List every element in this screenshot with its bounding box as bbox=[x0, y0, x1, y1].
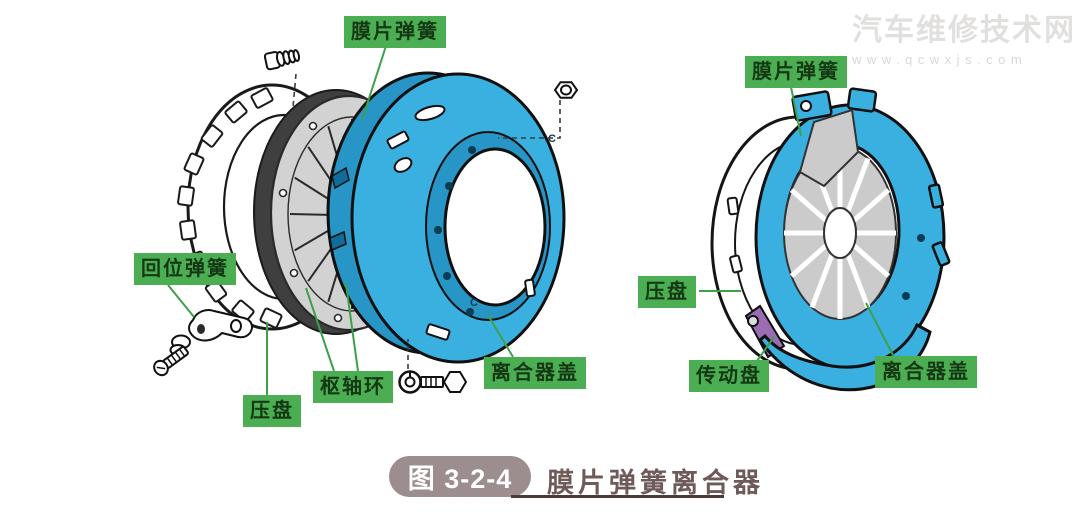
caption-underline bbox=[511, 495, 724, 498]
return-spring-parts bbox=[153, 309, 253, 377]
label-pressure-plate-left: 压盘 bbox=[243, 395, 301, 427]
strap-rivet bbox=[747, 315, 759, 327]
figure-title: 膜片弹簧离合器 bbox=[547, 468, 764, 498]
spring-finger-top bbox=[798, 108, 860, 188]
assembled-clutch bbox=[710, 87, 951, 392]
label-return-spring: 回位弹簧 bbox=[134, 253, 236, 285]
label-clutch-cover-left: 离合器盖 bbox=[484, 357, 586, 389]
label-clutch-cover-right: 离合器盖 bbox=[875, 356, 977, 388]
assembly-dashed-lines bbox=[292, 73, 561, 369]
label-leader-lines bbox=[167, 45, 895, 396]
cover-slots bbox=[386, 104, 536, 341]
bolt-top-left-icon bbox=[263, 49, 301, 71]
watermark-site-name: 汽车维修技术网 bbox=[852, 14, 1076, 47]
watermark: 汽车维修技术网 www.qcwxjs.com bbox=[852, 5, 1076, 67]
label-pressure-plate-right: 压盘 bbox=[638, 276, 696, 308]
bolt-washer-bottom-icon bbox=[398, 370, 468, 394]
label-diaphragm-spring-left: 膜片弹簧 bbox=[344, 16, 446, 48]
clutch-cover-left: C C bbox=[326, 71, 566, 364]
figure-number-badge: 图 3-2-4 bbox=[389, 456, 531, 497]
watermark-site-url: www.qcwxjs.com bbox=[852, 52, 1028, 67]
cast-mark: C bbox=[470, 297, 478, 309]
label-pivot-ring: 枢轴环 bbox=[313, 371, 393, 403]
cover-bolt-holes bbox=[434, 146, 476, 316]
label-drive-plate: 传动盘 bbox=[689, 360, 769, 392]
finger-gaps bbox=[784, 147, 896, 319]
label-diaphragm-spring-right: 膜片弹簧 bbox=[745, 56, 847, 88]
cast-mark: C bbox=[548, 133, 556, 145]
hex-nut-icon bbox=[553, 81, 579, 99]
